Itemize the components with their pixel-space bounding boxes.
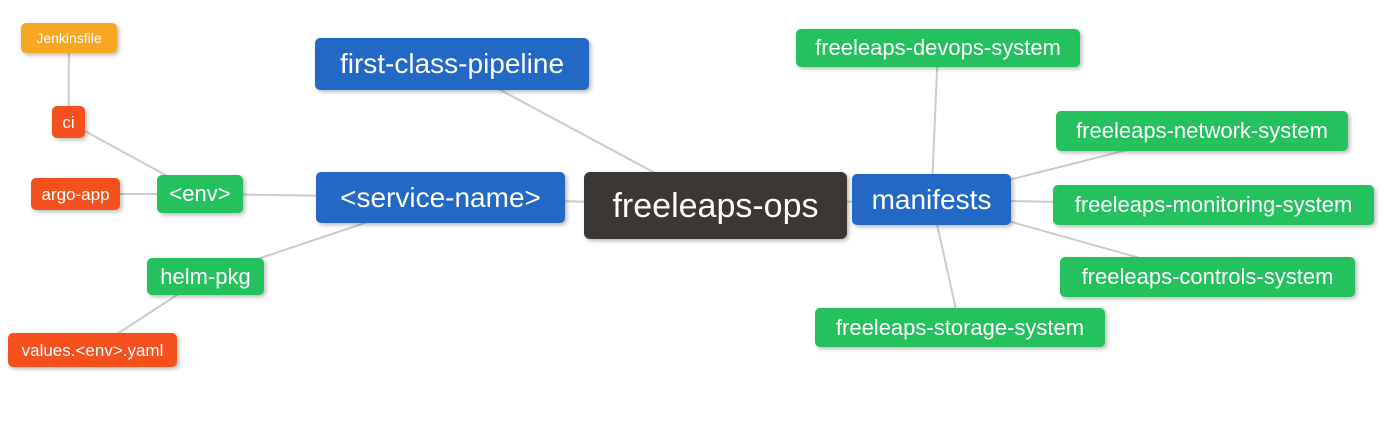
node-first-class-pipeline[interactable]: first-class-pipeline [315, 38, 589, 90]
node-values-env-yaml[interactable]: values.<env>.yaml [8, 333, 177, 367]
node-freeleaps-controls-system[interactable]: freeleaps-controls-system [1060, 257, 1355, 297]
node-jenkinsfile[interactable]: Jenkinsfile [21, 23, 117, 53]
node-manifests[interactable]: manifests [852, 174, 1011, 225]
node-freeleaps-network-system[interactable]: freeleaps-network-system [1056, 111, 1348, 151]
node-helm-pkg[interactable]: helm-pkg [147, 258, 264, 295]
node-freeleaps-devops-system[interactable]: freeleaps-devops-system [796, 29, 1080, 67]
node-freeleaps-storage-system[interactable]: freeleaps-storage-system [815, 308, 1105, 347]
node-freeleaps-ops[interactable]: freeleaps-ops [584, 172, 847, 239]
node-service-name[interactable]: <service-name> [316, 172, 565, 223]
node-env[interactable]: <env> [157, 175, 243, 213]
node-freeleaps-monitoring-system[interactable]: freeleaps-monitoring-system [1053, 185, 1374, 225]
node-argo-app[interactable]: argo-app [31, 178, 120, 210]
node-ci[interactable]: ci [52, 106, 85, 138]
